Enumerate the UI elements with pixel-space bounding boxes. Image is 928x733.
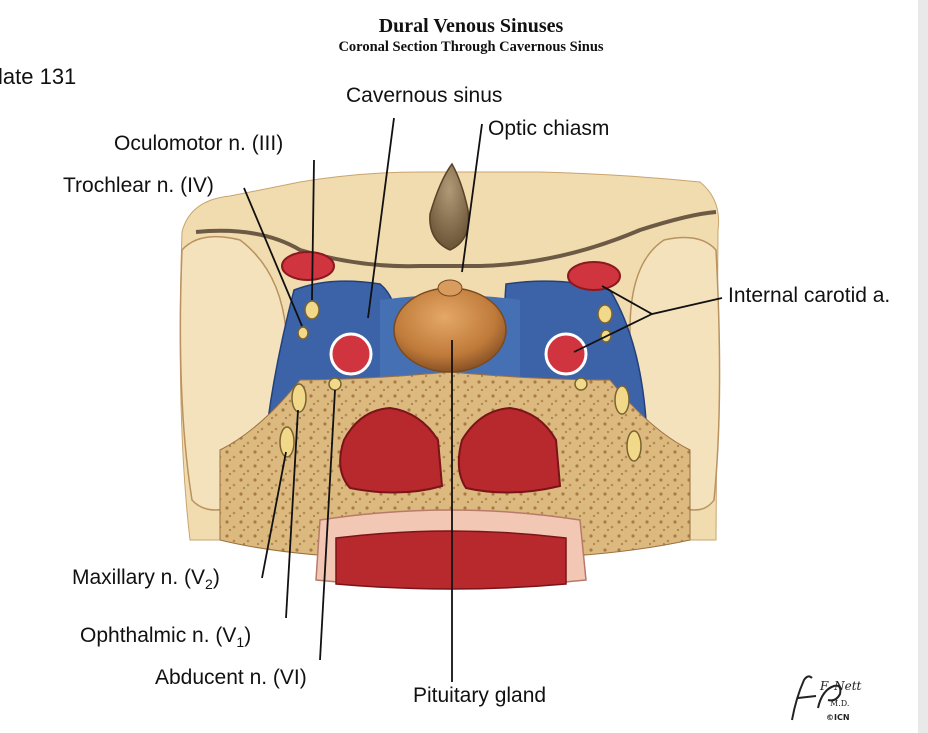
oculomotor-nerve: [304, 300, 320, 320]
label-optic-chiasm: Optic chiasm: [488, 117, 610, 140]
label-internal-carotid: Internal carotid a.: [728, 284, 891, 307]
carotid-upper-left: [281, 251, 335, 281]
abducent-nerve-right: [574, 377, 588, 391]
label-cavernous-sinus: Cavernous sinus: [346, 84, 503, 107]
page-subtitle: Coronal Section Through Cavernous Sinus: [338, 39, 604, 55]
leader-ophthalmic: [285, 409, 299, 619]
third-ventricle: [429, 162, 470, 251]
signature-name: F. Netter: [819, 679, 862, 693]
label-ophthalmic: Ophthalmic n. (V1): [80, 624, 251, 650]
page-title: Dural Venous Sinuses: [378, 15, 564, 37]
abducent-nerve: [328, 377, 342, 391]
ophthalmic-nerve: [291, 383, 307, 413]
leader-abducent: [319, 389, 336, 661]
label-pituitary: Pituitary gland: [413, 684, 547, 707]
leader-lines: [243, 117, 723, 682]
leader-oculomotor: [311, 159, 315, 301]
nasal-cavity: [335, 530, 567, 590]
carotid-left: [329, 332, 373, 376]
plate-number: late 131: [0, 64, 77, 89]
maxillary-nerve: [279, 426, 295, 458]
dura-fold: [195, 210, 717, 269]
label-maxillary-close: ): [212, 566, 220, 589]
label-oculomotor: Oculomotor n. (III): [114, 132, 284, 155]
pituitary-gland: [393, 287, 507, 373]
leader-trochlear: [243, 187, 303, 327]
sphenoid-sinus-right: [457, 406, 562, 494]
label-ophthalmic-text: Ophthalmic n. (V: [80, 624, 237, 647]
signature-suffix: M.D.: [830, 699, 849, 708]
carotid-upper-right: [567, 261, 621, 291]
ophthalmic-nerve-right: [614, 385, 630, 415]
leader-optic-chiasm: [461, 123, 483, 273]
netter-signature: F. Netter M.D. ©ICN: [791, 675, 862, 722]
pituitary-stalk: [437, 279, 463, 297]
signature-mark: ©ICN: [826, 713, 850, 722]
label-maxillary: Maxillary n. (V2): [72, 566, 220, 592]
leader-cavernous: [367, 117, 395, 319]
label-ophthalmic-sub: 1: [236, 634, 245, 650]
label-ophthalmic-close: ): [244, 624, 252, 647]
sphenoid-sinus-left: [339, 406, 444, 494]
leader-maxillary: [261, 451, 287, 579]
title-block: Dural Venous Sinuses Coronal Section Thr…: [296, 14, 646, 56]
label-maxillary-text: Maxillary n. (V: [72, 566, 206, 589]
label-abducent: Abducent n. (VI): [155, 666, 307, 689]
leader-carotid-lower: [573, 313, 653, 353]
carotid-right: [544, 332, 588, 376]
scrollbar-track[interactable]: [918, 0, 928, 733]
maxillary-nerve-right: [626, 430, 642, 462]
label-maxillary-sub: 2: [205, 576, 213, 592]
trochlear-nerve: [297, 326, 309, 340]
oculomotor-nerve-right: [597, 304, 613, 324]
label-trochlear: Trochlear n. (IV): [63, 174, 214, 197]
